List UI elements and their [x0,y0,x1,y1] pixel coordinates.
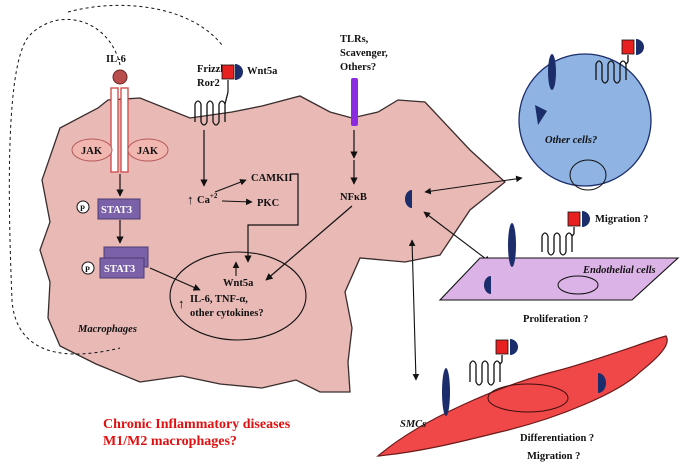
stat3-box [97,198,141,220]
jak-right-icon [127,138,169,162]
chronic-diseases-title-line2: M1/M2 macrophages? [103,434,237,449]
kinase-to-nucleus-arrow [244,173,299,263]
migration-label-2: Migration ? [527,451,580,462]
nfkb-label: NFκB [340,192,367,203]
wnt5a-to-smc-arrow [408,239,420,381]
other-cell-nucleus [569,159,607,191]
tlrs-label-line3: Others? [340,62,376,73]
ca-to-camkii-arrow [214,179,247,193]
macrophage-nucleus [169,251,307,341]
cytokines-up-arrow: ↑ [178,296,185,311]
endothelial-receptor-icon [541,211,590,256]
jak-right-label: JAK [137,146,159,157]
wnt5a-secreted-icon [405,190,412,208]
jak-left-label: JAK [81,146,103,157]
calcium-up-arrow: ↑ [187,192,194,207]
il6-label: IL-6 [106,54,126,65]
other-cells-label: Other cells? [545,135,597,146]
other-cell-receptor-icon [595,39,644,84]
tlrs-label-line2: Scavenger, [340,48,388,59]
endothelial-wnt5a-icon [484,276,491,294]
wnt5a-to-other-cells-arrow [424,175,523,195]
macrophages-label: Macrophages [77,324,137,335]
endothelial-nucleus [557,275,599,295]
tlrs-label-line1: TLRs, [340,34,369,45]
other-cell-ror-icon [548,54,556,90]
stat3-label: STAT3 [101,205,132,216]
endothelial-cell [438,257,680,301]
smcs-label: SMCs [400,419,426,430]
jak-left-icon [71,138,113,162]
other-cell-wnt5a-icon [535,105,547,125]
stat3-dimer-box [99,257,145,279]
tlr-receptor-icon [351,78,358,126]
wnt5a-nucleus-label: Wnt5a [223,278,254,289]
nfkb-to-nucleus-arrow [265,205,353,281]
calcium-label: Ca+2 [197,192,218,206]
smc-cell [376,335,668,457]
macrophage-cell [39,95,506,393]
frizzled-label: Frizzled [197,64,234,75]
wnt5a-to-endothelial-arrow [423,211,491,263]
smc-receptor-icon [469,339,518,386]
smc-ror-icon [442,368,450,416]
stat3-dimer-label: STAT3 [104,264,135,275]
ror2-label: Ror2 [197,78,220,89]
chronic-diseases-title-line1: Chronic Inflammatory diseases [103,417,291,432]
cytokines-label-line1: IL-6, TNF-α, [190,294,248,305]
il6-ligand-icon [112,69,128,85]
migration-label-1: Migration ? [595,214,648,225]
frizzled-receptor-icon [194,64,243,126]
il6-receptor-icon [110,87,129,173]
phospho-label: P [80,204,85,213]
ca-to-pkc-arrow [221,198,253,206]
differentiation-label: Differentiation ? [520,433,594,444]
wnt5a-top-label: Wnt5a [247,66,278,77]
smc-nucleus [487,383,569,413]
pkc-label: PKC [257,198,279,209]
smc-wnt5a-icon [598,373,606,393]
proliferation-label: Proliferation ? [523,314,588,325]
il6-feedback-dashed-loop [8,18,121,355]
phospho-icon [76,200,90,214]
camkii-label: CAMKII [251,173,292,184]
cytokines-label-line2: other cytokines? [190,308,264,319]
wnt-feedback-dashed-loop [67,4,223,46]
phospho-dimer-label: P [85,265,90,274]
phospho-dimer-icon [81,261,95,275]
endothelial-cells-label: Endothelial cells [582,265,656,276]
endothelial-ror-icon [508,223,516,267]
